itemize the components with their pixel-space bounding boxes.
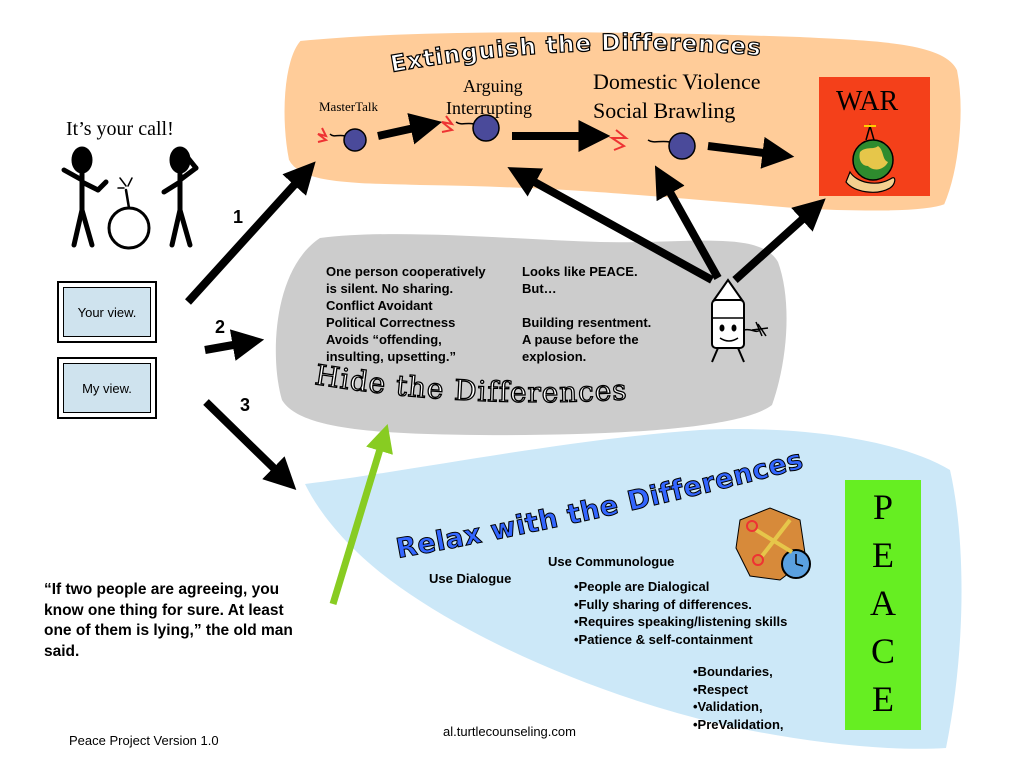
- arrow-hide-to-violence: [654, 165, 722, 280]
- quote-text: “If two people are agreeing, you know on…: [44, 580, 334, 662]
- bomb-icon-3: [608, 129, 696, 160]
- path-number-3: 3: [240, 395, 251, 415]
- peace-letter-a: A: [870, 583, 896, 623]
- peace-letter-e1: E: [872, 535, 894, 575]
- path-number-1: 1: [233, 207, 244, 227]
- quote-line: know one thing for sure. At least: [44, 601, 284, 619]
- path-number-2: 2: [215, 317, 226, 337]
- use-dialogue-label: Use Dialogue: [429, 571, 512, 586]
- quote-line: one of them is lying,” the old man: [44, 622, 293, 639]
- hide-left-line: Political Correctness: [326, 315, 456, 330]
- stage-mastertalk: MasterTalk: [319, 99, 379, 114]
- arrow-mastertalk-to-arguing: [377, 113, 443, 145]
- scissors-clock-icon: [735, 507, 811, 581]
- stick-figures-icon: [52, 145, 212, 253]
- hide-right-line: Looks like PEACE.: [522, 264, 638, 279]
- your-view-box: Your view.: [57, 281, 157, 343]
- peace-letter-p: P: [872, 487, 894, 527]
- relax-bullet: •People are Dialogical: [574, 579, 710, 594]
- arrow-violence-to-war: [707, 136, 795, 169]
- quote-line: “If two people are agreeing, you: [44, 581, 280, 598]
- footer-version: Peace Project Version 1.0: [69, 733, 219, 748]
- quote-line: said.: [44, 642, 80, 660]
- hide-left-line: Conflict Avoidant: [326, 298, 433, 313]
- relax-bullet: •Boundaries,: [693, 664, 773, 679]
- stage-social-brawling: Social Brawling: [593, 98, 736, 123]
- hide-left-line: Avoids “offending,: [326, 332, 442, 347]
- arrow-hide-to-war: [732, 198, 826, 283]
- arrow-path-1: [185, 161, 316, 305]
- stage-domestic-violence: Domestic Violence: [593, 69, 761, 94]
- arrow-path-3: [203, 399, 297, 491]
- relax-bullet: •PreValidation,: [693, 716, 784, 732]
- bomb-icon-2: [441, 114, 500, 142]
- hide-left-line: is silent. No sharing.: [326, 281, 454, 296]
- relax-bullets-2: •Boundaries, •Respect •Validation, •PreV…: [693, 663, 833, 733]
- use-communologue-label: Use Communologue: [548, 554, 675, 569]
- hide-right-line: Building resentment.: [522, 315, 652, 330]
- globe-in-hand-icon: [845, 123, 896, 193]
- stage-interrupting: Interrupting: [446, 98, 532, 118]
- relax-bullet: •Validation,: [693, 699, 763, 714]
- relax-bullet: •Fully sharing of differences.: [574, 596, 752, 612]
- green-arrow: [329, 423, 393, 606]
- footer-website: al.turtlecounseling.com: [443, 724, 576, 739]
- hide-region: [275, 234, 787, 436]
- my-view-box: My view.: [57, 357, 157, 419]
- hide-left-line: One person cooperatively: [326, 264, 486, 279]
- hide-right-line: explosion.: [522, 349, 587, 364]
- call-label: It’s your call!: [66, 118, 174, 140]
- peace-letter-e2: E: [872, 679, 894, 719]
- stage-arguing: Arguing: [463, 76, 523, 96]
- bomb-icon-1: [317, 127, 367, 152]
- my-view-label: My view.: [63, 363, 151, 413]
- arrow-hide-to-arguing: [507, 167, 714, 284]
- firecracker-icon: [711, 278, 769, 363]
- hide-right-line: A pause before the: [522, 332, 639, 347]
- your-view-label: Your view.: [63, 287, 151, 337]
- peace-letter-c: C: [870, 631, 895, 671]
- relax-bullet: •Requires speaking/listening skills: [574, 614, 788, 629]
- relax-bullet: •Patience & self-containment: [574, 631, 753, 647]
- hide-right-line: [522, 297, 702, 314]
- hide-right-text: Looks like PEACE. But… Building resentme…: [522, 263, 702, 365]
- peace-box: [845, 480, 921, 730]
- relax-bullet: •Respect: [693, 681, 749, 697]
- arrow-path-2: [204, 329, 265, 361]
- hide-left-line: insulting, upsetting.”: [326, 349, 456, 364]
- hide-left-text: One person cooperatively is silent. No s…: [326, 263, 521, 365]
- relax-region: [305, 429, 962, 749]
- hide-right-line: But…: [522, 281, 557, 296]
- war-label: WAR: [836, 86, 899, 117]
- relax-bullets-1: •People are Dialogical •Fully sharing of…: [574, 578, 834, 648]
